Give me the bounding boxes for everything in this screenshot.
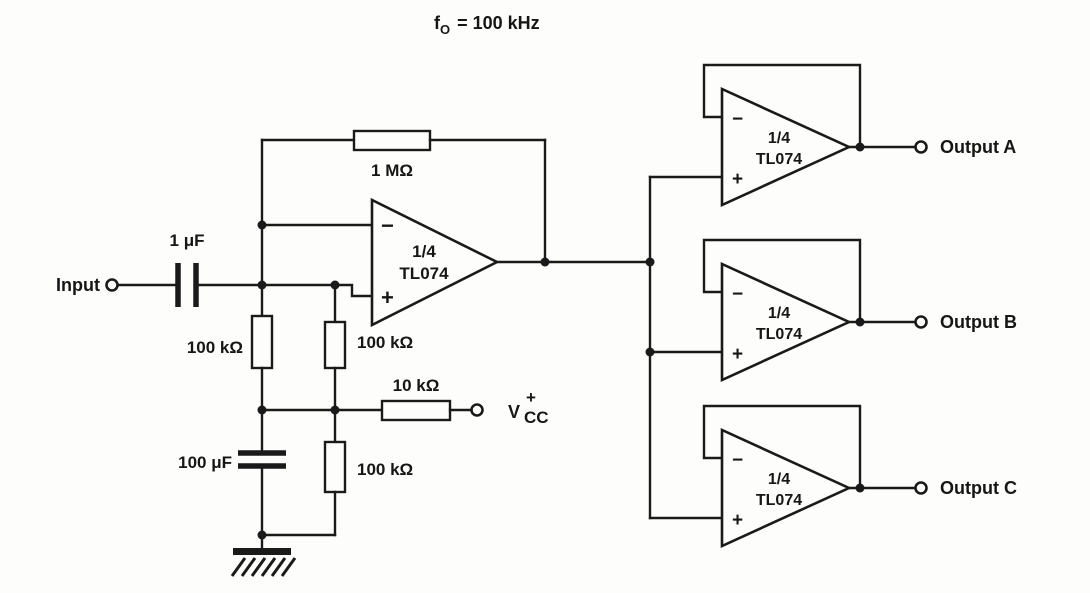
buffer-c: − + 1/4 TL074 Output C bbox=[702, 404, 1017, 549]
ground-hatch bbox=[240, 557, 257, 577]
wire bbox=[197, 283, 374, 298]
noninverting-input-sign: + bbox=[732, 344, 743, 365]
ground-bar bbox=[233, 548, 291, 555]
opamp-fraction: 1/4 bbox=[412, 242, 436, 261]
vcc-plus: + bbox=[526, 388, 536, 407]
output-b-label: Output B bbox=[940, 312, 1017, 332]
input-section: Input 1 μF bbox=[56, 231, 374, 307]
ground-hatch bbox=[230, 557, 247, 577]
opamp-triangle bbox=[720, 261, 853, 383]
ground-hatch bbox=[280, 557, 297, 577]
noninverting-input-sign: + bbox=[381, 285, 394, 310]
inverting-input-sign: − bbox=[732, 109, 743, 130]
opamp-fraction: 1/4 bbox=[768, 471, 790, 488]
resistor-body bbox=[352, 129, 432, 152]
output-c-label: Output C bbox=[940, 478, 1017, 498]
resistor-body bbox=[250, 314, 274, 370]
resistor-body bbox=[380, 399, 452, 422]
vcc-label: V bbox=[508, 402, 520, 422]
junction-dot bbox=[855, 142, 865, 152]
junction-dot bbox=[855, 483, 865, 493]
opamp-part-number: TL074 bbox=[756, 492, 802, 509]
junction-dot bbox=[257, 280, 267, 290]
junction-dot bbox=[257, 530, 267, 540]
ground-hatch bbox=[250, 557, 267, 577]
cap-label: 100 μF bbox=[178, 453, 232, 472]
distribution-bus bbox=[648, 175, 724, 520]
inverting-input-sign: − bbox=[381, 213, 394, 238]
junction-dot bbox=[257, 220, 267, 230]
resistor-body bbox=[323, 320, 347, 370]
resistor-body bbox=[323, 440, 347, 494]
noninverting-input-sign: + bbox=[732, 169, 743, 190]
ground-hatch bbox=[270, 557, 287, 577]
vcc-sub: CC bbox=[524, 408, 549, 427]
input-terminal bbox=[105, 278, 119, 292]
input-label: Input bbox=[56, 275, 100, 295]
resistor-label: 100 kΩ bbox=[357, 333, 413, 352]
junction-dot bbox=[330, 405, 340, 415]
junction-dot bbox=[855, 317, 865, 327]
figure-title: fO= 100 kHz bbox=[434, 13, 540, 37]
feedback-resistor-label: 1 MΩ bbox=[371, 161, 413, 180]
junction-dot bbox=[540, 257, 550, 267]
inverting-input-sign: − bbox=[732, 284, 743, 305]
output-c-terminal bbox=[914, 481, 928, 495]
bias-network: 100 kΩ 100 kΩ 10 kΩ V + CC 100 μF 100 kΩ bbox=[178, 138, 549, 577]
opamp-part-number: TL074 bbox=[756, 326, 802, 343]
resistor-label: 100 kΩ bbox=[187, 338, 243, 357]
junction-dot bbox=[330, 280, 340, 290]
opamp-part-number: TL074 bbox=[399, 264, 449, 283]
junction-dot bbox=[645, 347, 655, 357]
opamp-triangle bbox=[720, 86, 853, 208]
opamp-fraction: 1/4 bbox=[768, 130, 790, 147]
opamp-triangle bbox=[370, 197, 500, 328]
buffer-a: − + 1/4 TL074 Output A bbox=[702, 63, 1016, 208]
resistor-label: 10 kΩ bbox=[393, 376, 440, 395]
feedback-loop bbox=[702, 404, 862, 490]
output-a-label: Output A bbox=[940, 137, 1016, 157]
feedback-loop bbox=[702, 238, 862, 324]
junction-dot bbox=[645, 257, 655, 267]
output-b-terminal bbox=[914, 315, 928, 329]
input-cap-label: 1 μF bbox=[170, 231, 205, 250]
opamp-triangle bbox=[720, 427, 853, 549]
opamp-fraction: 1/4 bbox=[768, 305, 790, 322]
ground-symbol bbox=[230, 548, 297, 577]
output-a-terminal bbox=[914, 140, 928, 154]
noninverting-input-sign: + bbox=[732, 510, 743, 531]
vcc-terminal bbox=[470, 403, 484, 417]
junction-dot bbox=[257, 405, 267, 415]
buffer-b: − + 1/4 TL074 Output B bbox=[702, 238, 1017, 383]
ground-hatch bbox=[260, 557, 277, 577]
inverting-input-sign: − bbox=[732, 450, 743, 471]
main-opamp: − + 1/4 TL074 1 MΩ bbox=[260, 129, 652, 328]
junction-dots bbox=[257, 142, 865, 540]
feedback-loop bbox=[702, 63, 862, 149]
resistor-label: 100 kΩ bbox=[357, 460, 413, 479]
opamp-part-number: TL074 bbox=[756, 151, 802, 168]
